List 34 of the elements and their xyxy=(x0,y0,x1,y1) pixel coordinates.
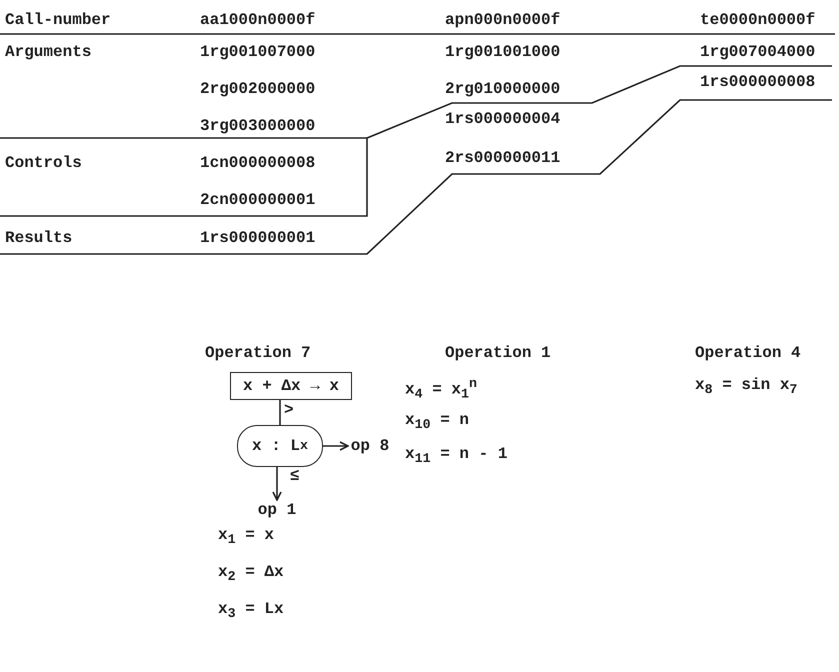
row-header: Controls xyxy=(5,153,82,173)
equation: x$_{8}$ = sin x$_{7}$ xyxy=(695,375,798,400)
connector-line xyxy=(279,400,281,425)
column-header: aa1000n0000f xyxy=(200,10,316,30)
process-box: x + Δx → x xyxy=(230,372,352,400)
equation: x$_{3}$ = Lx xyxy=(218,599,284,624)
column-header: te0000n0000f xyxy=(700,10,816,30)
row-header: Results xyxy=(5,228,72,248)
operation-heading: Operation 7 xyxy=(205,343,311,363)
table-cell: 1rs000000001 xyxy=(200,228,316,248)
edge-end-text: op 8 xyxy=(348,436,392,456)
arrow xyxy=(272,467,282,501)
operation-heading: Operation 4 xyxy=(695,343,801,363)
table-cell: 3rg003000000 xyxy=(200,116,316,136)
table-cell: 2rs000000011 xyxy=(445,148,560,168)
equation: x$_{1}$ = x xyxy=(218,525,274,550)
table-cell: 2rg002000000 xyxy=(200,79,316,99)
equation: x$_{11}$ = n - 1 xyxy=(405,444,508,470)
column-header: Call-number xyxy=(5,10,111,30)
equation: x$_{2}$ = Δx xyxy=(218,562,284,588)
table-cell: 1rg007004000 xyxy=(700,42,816,62)
table-cell: 1rg001007000 xyxy=(200,42,316,62)
operation-heading: Operation 1 xyxy=(445,343,551,363)
table-cell: 2rg010000000 xyxy=(445,79,560,99)
table-cell: 1cn000000008 xyxy=(200,153,316,173)
table-cell: 1rg001001000 xyxy=(445,42,560,62)
row-header: Arguments xyxy=(5,42,92,62)
equation: x$_{10}$ = n xyxy=(405,410,470,436)
table-cell: 2cn000000001 xyxy=(200,190,316,210)
edge-end-text: op 1 xyxy=(255,500,299,520)
table-cell: 1rs000000008 xyxy=(700,72,816,92)
table-cell: 1rs000000004 xyxy=(445,109,560,129)
column-header: apn000n0000f xyxy=(445,10,560,30)
arrow xyxy=(323,441,349,451)
